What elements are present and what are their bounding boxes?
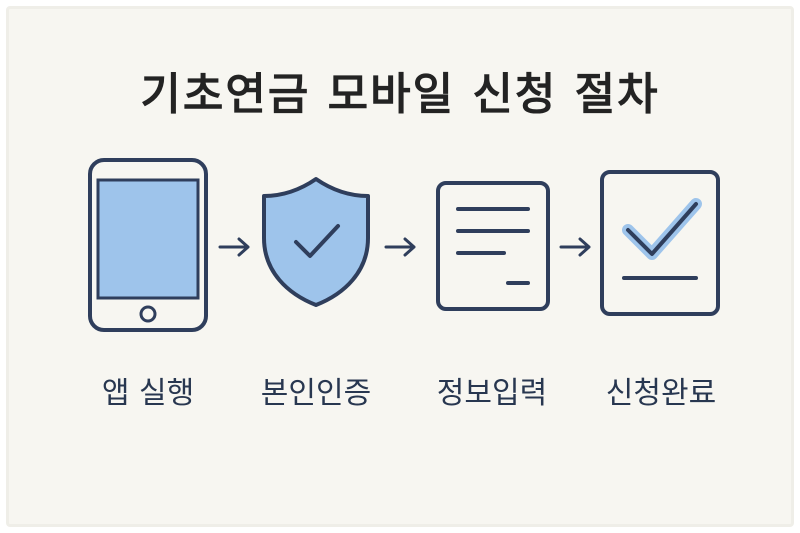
diagram-title: 기초연금 모바일 신청 절차 bbox=[140, 69, 660, 120]
smartphone-icon bbox=[88, 158, 208, 332]
step-label-identity-verification: 본인인증 bbox=[260, 376, 372, 411]
arrow-right-icon bbox=[559, 237, 591, 257]
document-icon bbox=[436, 181, 550, 311]
arrow-right-icon bbox=[384, 237, 416, 257]
step-label-info-input: 정보입력 bbox=[436, 376, 548, 411]
step-label-application-complete: 신청완료 bbox=[605, 376, 717, 411]
checkmark-box-icon bbox=[600, 170, 720, 316]
step-label-app-launch: 앱 실행 bbox=[101, 376, 195, 411]
arrow-right-icon bbox=[218, 237, 250, 257]
shield-check-icon bbox=[262, 177, 370, 307]
